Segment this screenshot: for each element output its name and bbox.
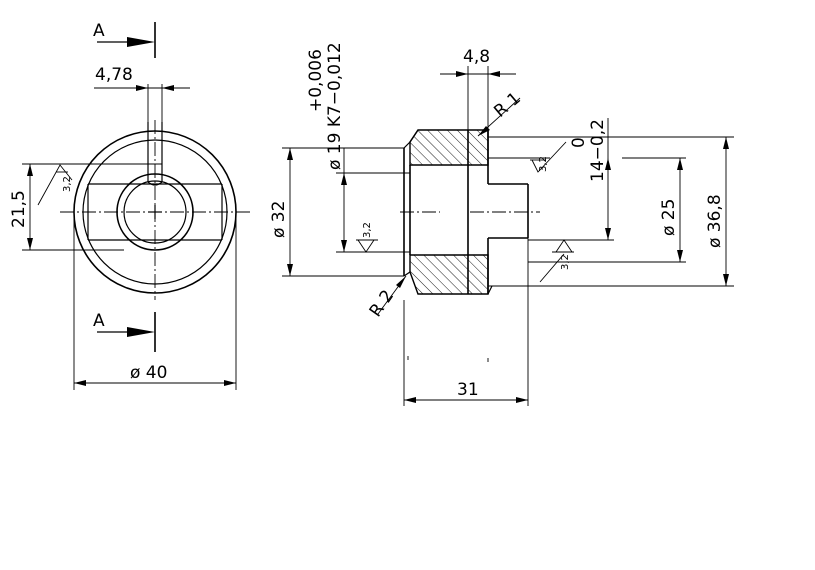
keyway-depth-label: 21,5 <box>9 190 29 228</box>
roughness-symbol-top: 3,2 <box>530 141 567 173</box>
leader-fillet-outer: R 1 <box>477 88 525 137</box>
length-label: 31 <box>457 380 479 400</box>
roughness-top-label: 3,2 <box>538 156 549 172</box>
section-arrow-top: A <box>93 21 156 58</box>
section-label-bottom: A <box>93 311 105 331</box>
right-section-view: 4,8 R 1 R 2 +0,006 ø 19 K7−0,012 ø <box>269 42 734 406</box>
section-label-top: A <box>93 21 105 41</box>
bore-callout-label: ø 19 K7−0,012 <box>325 42 345 170</box>
dim-keyway-width: 4,78 <box>94 65 190 122</box>
diameter-36-8-label: ø 36,8 <box>705 194 725 248</box>
roughness-symbol-right: 3,2 <box>539 239 574 283</box>
dim-height: 0 14−0,2 <box>569 118 611 240</box>
keyway-width-label: 4,78 <box>95 65 133 85</box>
outer-diameter-label: ø 40 <box>130 363 167 383</box>
dim-diameter-25: ø 25 <box>659 158 683 262</box>
part-outline <box>403 129 529 295</box>
leader-fillet-inner: R 2 <box>366 275 407 321</box>
fillet-outer-label: R 1 <box>490 88 524 121</box>
dim-flange-width: 4,8 <box>440 47 516 130</box>
fillet-inner-label: R 2 <box>366 286 398 320</box>
dim-keyway-depth: 21,5 <box>9 163 162 251</box>
diameter-32-label: ø 32 <box>269 201 289 238</box>
height-callout-label: 14−0,2 <box>588 119 608 182</box>
roughness-left-label: 3,2 <box>362 222 373 238</box>
dim-diameter-36-8: ø 36,8 <box>705 137 729 286</box>
hatch-top <box>409 129 489 166</box>
roughness-symbol-left-view: 3,2 <box>37 164 73 206</box>
section-arrow-bottom: A <box>93 311 156 352</box>
dim-outer-diameter: ø 40 <box>73 212 237 390</box>
roughness-right-label: 3,2 <box>560 254 571 270</box>
diameter-25-label: ø 25 <box>659 199 679 236</box>
dim-diameter-32: ø 32 <box>269 148 293 276</box>
dim-length: 31 <box>403 238 529 406</box>
roughness-symbol-left: 3,2 <box>356 222 378 253</box>
roughness-left-view-label: 3,2 <box>62 176 73 192</box>
hatch-bottom <box>409 254 489 295</box>
left-end-view: A A <box>9 21 250 390</box>
dim-bore: +0,006 ø 19 K7−0,012 <box>306 42 347 252</box>
height-tolerance-upper-label: 0 <box>569 137 589 148</box>
bore-tolerance-upper-label: +0,006 <box>306 49 326 112</box>
keyway-slot <box>147 122 163 186</box>
flange-width-label: 4,8 <box>463 47 490 67</box>
